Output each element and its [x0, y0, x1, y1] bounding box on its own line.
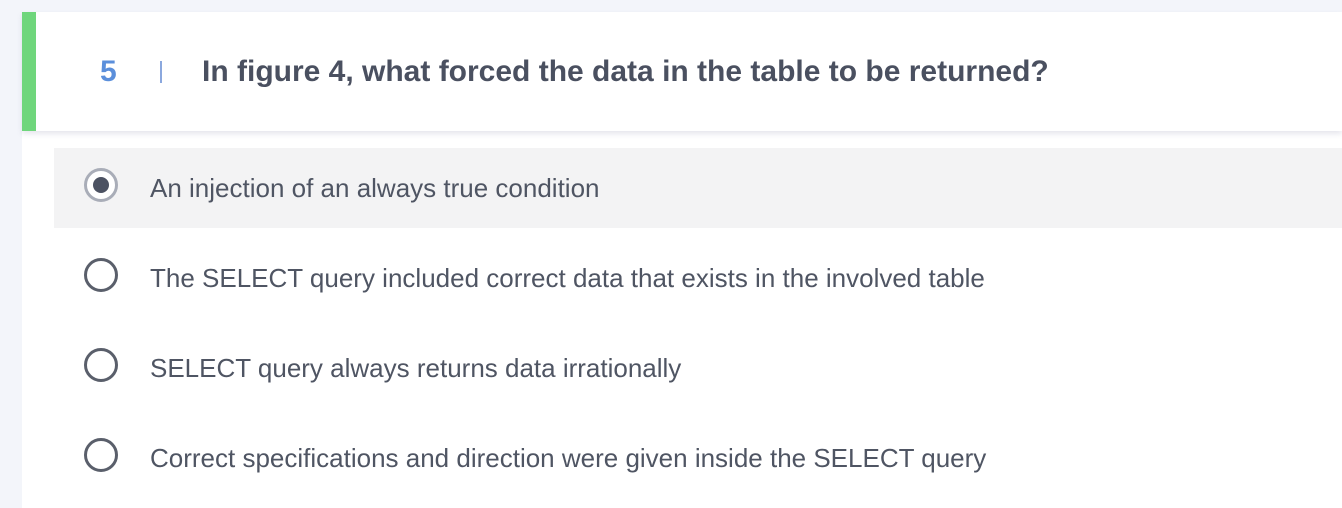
answer-option-label: The SELECT query included correct data t… [150, 263, 985, 293]
question-header: 5 In figure 4, what forced the data in t… [22, 12, 1342, 131]
answer-option-2[interactable]: The SELECT query included correct data t… [54, 238, 1342, 318]
answer-option-label: SELECT query always returns data irratio… [150, 353, 682, 383]
question-divider [160, 61, 162, 83]
radio-dot-icon [93, 177, 109, 193]
radio-button[interactable] [84, 348, 118, 382]
radio-button[interactable] [84, 258, 118, 292]
radio-button[interactable] [84, 438, 118, 472]
answer-option-label: Correct specifications and direction wer… [150, 443, 987, 473]
answer-option-label: An injection of an always true condition [150, 173, 600, 203]
answer-option-3[interactable]: SELECT query always returns data irratio… [54, 328, 1342, 408]
radio-button-selected[interactable] [84, 168, 118, 202]
question-card: 5 In figure 4, what forced the data in t… [22, 12, 1342, 508]
answer-options: An injection of an always true condition… [54, 148, 1342, 508]
question-number: 5 [100, 55, 117, 88]
answer-option-1[interactable]: An injection of an always true condition [54, 148, 1342, 228]
answer-option-4[interactable]: Correct specifications and direction wer… [54, 418, 1342, 498]
question-text: In figure 4, what forced the data in the… [202, 55, 1049, 88]
